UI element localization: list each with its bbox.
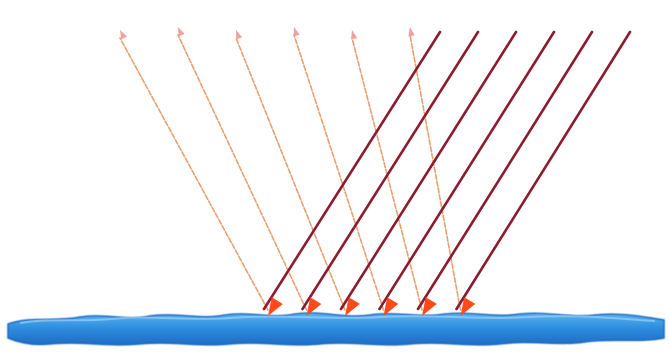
reflected-ray (408, 27, 462, 311)
incident-rays (262, 30, 632, 316)
reflected-arrowhead (351, 30, 358, 40)
incident-arrowhead (422, 297, 437, 316)
incident-ray (301, 30, 480, 316)
reflected-ray-line (409, 34, 462, 311)
rough-surface (7, 312, 665, 346)
reflected-arrowhead (293, 27, 300, 37)
incident-ray-line (339, 30, 518, 311)
reflected-ray-line (177, 34, 308, 311)
reflected-ray (235, 30, 346, 311)
reflected-ray-line (119, 37, 269, 311)
incident-ray-line (301, 30, 480, 311)
incident-ray (262, 30, 442, 316)
incident-arrowhead (306, 297, 322, 316)
reflected-arrowhead (178, 27, 185, 37)
incident-arrowhead (345, 297, 360, 316)
incident-arrowhead (460, 297, 476, 316)
incident-ray (339, 30, 518, 316)
reflected-ray (119, 30, 269, 311)
incident-ray-line (378, 30, 556, 311)
incident-ray (416, 30, 594, 316)
reflected-ray-line (293, 34, 385, 311)
reflected-ray-line (235, 37, 346, 311)
reflected-arrowhead (408, 27, 415, 37)
reflected-arrowhead (120, 30, 127, 40)
incident-arrowhead (268, 297, 283, 316)
reflected-ray (293, 27, 385, 311)
incident-ray-line (262, 30, 442, 311)
incident-ray (455, 30, 632, 316)
reflected-arrowhead (236, 30, 243, 40)
incident-ray-line (416, 30, 594, 311)
incident-arrowhead (383, 297, 399, 316)
incident-ray (378, 30, 556, 316)
surface-highlight (19, 315, 656, 324)
incident-ray-line (455, 30, 632, 311)
reflected-ray (351, 30, 423, 311)
reflected-ray (177, 27, 308, 311)
